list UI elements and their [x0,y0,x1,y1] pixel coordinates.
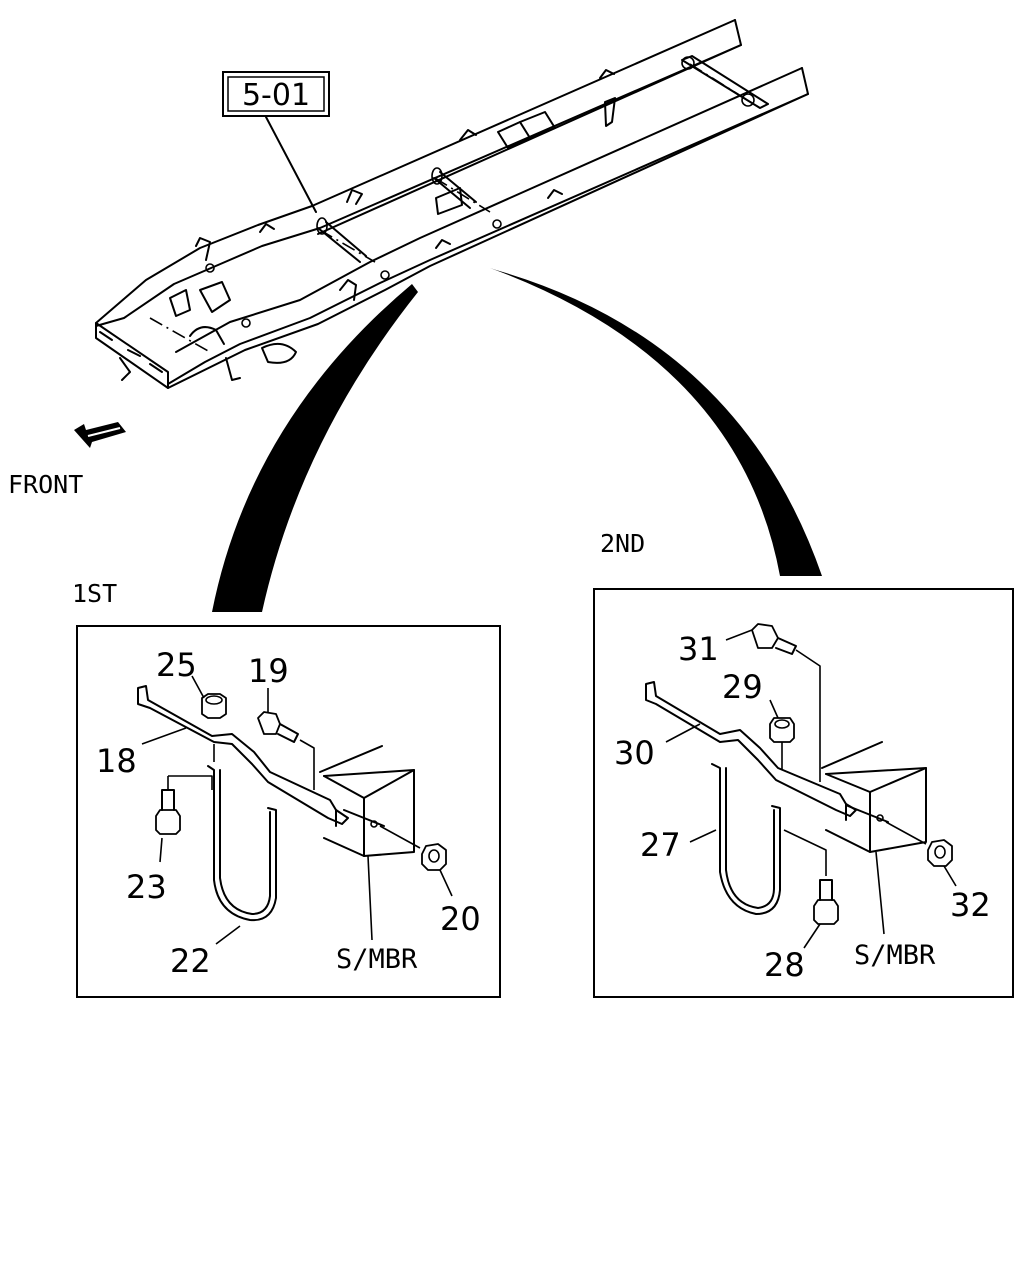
callout-27: 27 [640,826,681,864]
nut-29-icon [769,717,795,743]
callout-25: 25 [156,646,197,684]
detail-2nd-title: 2ND [600,529,645,558]
callout-32: 32 [950,886,991,924]
reference-label: 5-01 [242,78,310,113]
chassis-frame [95,19,809,389]
callout-30: 30 [614,734,655,772]
front-label: FRONT [8,470,83,499]
detail-1st-member-label: S/MBR [336,944,418,975]
callout-31: 31 [678,630,719,668]
bolt-28-icon [813,899,839,925]
callout-22: 22 [170,942,211,980]
detail-2nd-box: 31 29 30 27 28 32 S/MBR [593,588,1014,998]
pointer-1st [212,284,418,612]
detail-1st-title: 1ST [72,579,117,608]
callout-18: 18 [96,742,137,780]
callout-29: 29 [722,668,763,706]
front-arrow-icon [74,422,126,448]
pointer-2nd [490,268,822,576]
nut-32-icon [927,839,953,867]
callout-19: 19 [248,652,289,690]
callout-23: 23 [126,868,167,906]
nut-25-icon [201,693,227,719]
detail-2nd-member-label: S/MBR [854,940,936,971]
reference-leader [265,116,317,213]
nut-20-icon [421,843,447,871]
reference-box: 5-01 [222,71,330,213]
callout-20: 20 [440,900,481,938]
bolt-23-icon [155,809,181,835]
bolt-31-icon [751,623,779,649]
detail-1st-box: 25 19 18 23 22 20 S/MBR [76,625,501,998]
bolt-19-icon [257,711,281,735]
front-direction: FRONT [8,422,126,499]
callout-28: 28 [764,946,805,984]
